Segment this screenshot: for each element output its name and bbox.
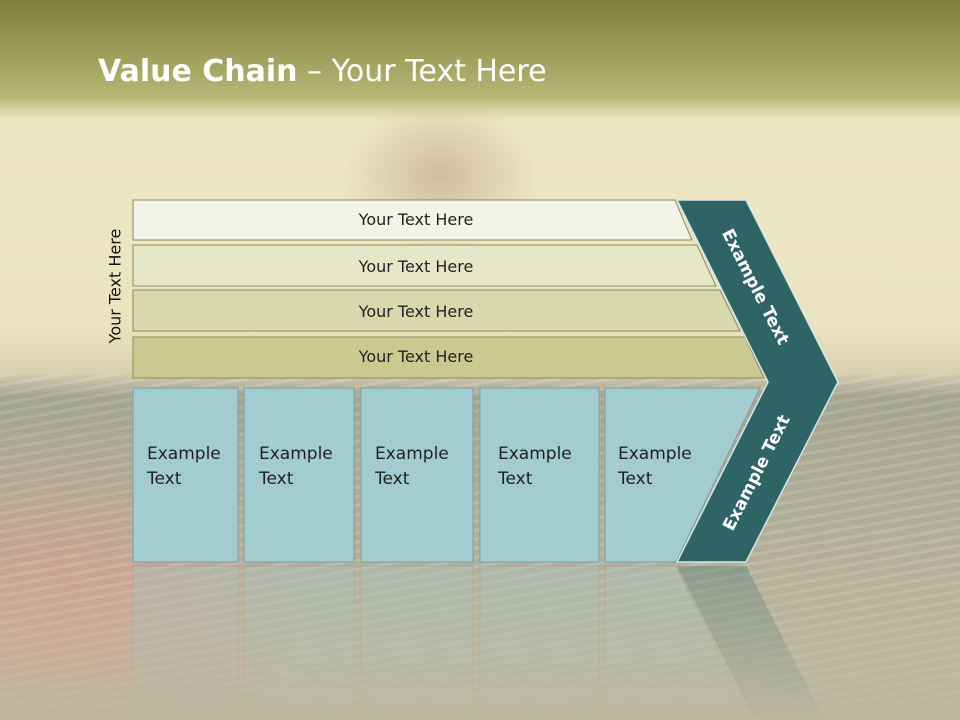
box-text-2-line2: Text [258,469,294,489]
bar-shape-3 [132,289,741,332]
box-text-4-line1: Example [498,444,572,464]
bar-shape-4 [132,336,765,379]
bar-shape-1 [132,199,693,241]
box-text-1-line2: Text [146,469,182,489]
box-text-4-line2: Text [497,469,533,489]
bar-label-1: Your Text Here [358,210,474,229]
box-text-3-line1: Example [375,444,449,464]
box-text-5-line2: Text [617,469,653,489]
box-shape-5 [604,387,761,563]
box-text-3-line2: Text [374,469,410,489]
bar-label-2: Your Text Here [358,257,474,276]
box-shape-3 [360,387,474,563]
box-text-2-line1: Example [259,444,333,464]
bar-label-3: Your Text Here [358,302,474,321]
title-bold: Value Chain [98,54,298,89]
diagram-main: Your Text Here Your Text Here Your Text … [132,199,839,563]
chevron-arrow [675,199,839,563]
box-shape-4 [479,387,600,563]
slide-title: Value Chain – Your Text Here [98,54,547,89]
title-rest: – Your Text Here [297,54,547,89]
box-shape-2 [243,387,355,563]
reflection-fade [0,565,960,720]
box-text-5-line1: Example [618,444,692,464]
box-text-1-line1: Example [147,444,221,464]
bar-shape-2 [132,244,717,287]
title-band [0,0,960,120]
bar-label-4: Your Text Here [358,347,474,366]
box-shape-1 [132,387,239,563]
